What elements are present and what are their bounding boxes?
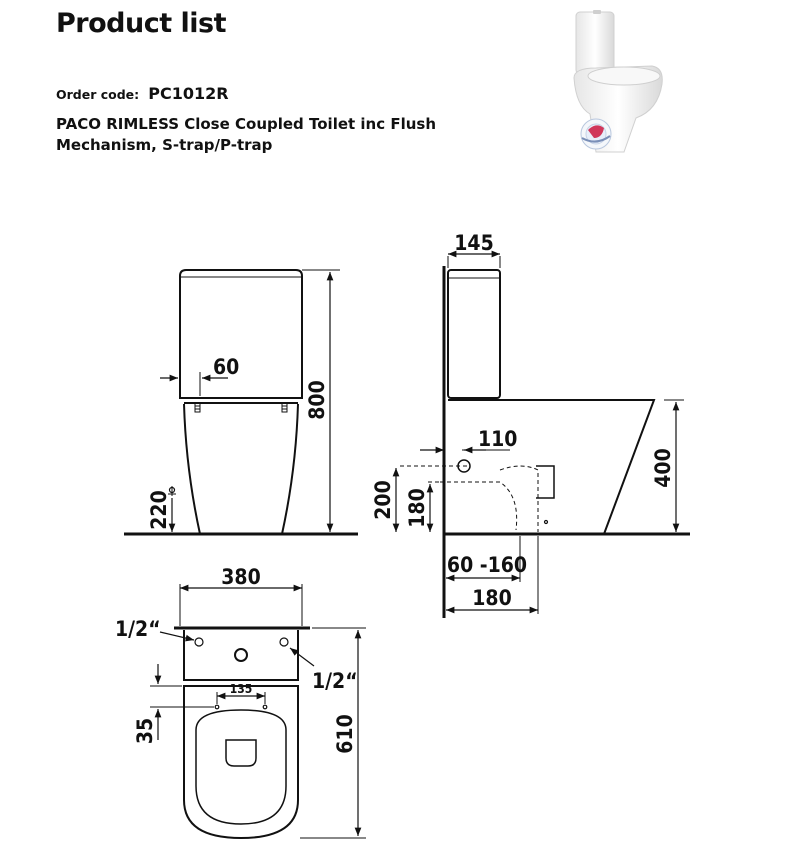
dim-top-fixing-offset: 35 — [133, 718, 157, 744]
order-code: Order code: PC1012R — [56, 84, 229, 103]
dim-side-trap-distance: 180 — [472, 586, 511, 610]
order-code-label: Order code: — [56, 87, 140, 102]
side-view — [392, 250, 690, 618]
dim-top-inlet-right: 1/2“ — [312, 669, 358, 693]
order-code-value: PC1012R — [148, 84, 229, 103]
dim-front-inlet-height: 220 — [147, 490, 171, 529]
dim-side-s-trap-height: 200 — [371, 480, 395, 519]
page-title: Product list — [56, 8, 227, 39]
front-view — [124, 269, 358, 536]
dim-top-width: 380 — [221, 565, 260, 589]
dim-side-cistern-depth: 145 — [454, 231, 493, 255]
dim-top-fixing-spacing: 135 — [230, 682, 253, 696]
product-description: PACO RIMLESS Close Coupled Toilet inc Fl… — [56, 115, 437, 154]
dim-side-seat-height: 400 — [651, 448, 675, 487]
dim-top-length: 610 — [333, 714, 357, 753]
dim-front-cistern-offset: 60 — [213, 355, 239, 379]
dim-side-trap-range: 60 -160 — [447, 553, 527, 577]
product-photo — [573, 10, 663, 153]
dim-top-inlet-left: 1/2“ — [115, 617, 161, 641]
dim-front-height: 800 — [305, 380, 329, 419]
dim-side-outlet-offset: 110 — [478, 427, 517, 451]
dim-side-p-trap-height: 180 — [405, 488, 429, 527]
top-view — [150, 584, 366, 840]
